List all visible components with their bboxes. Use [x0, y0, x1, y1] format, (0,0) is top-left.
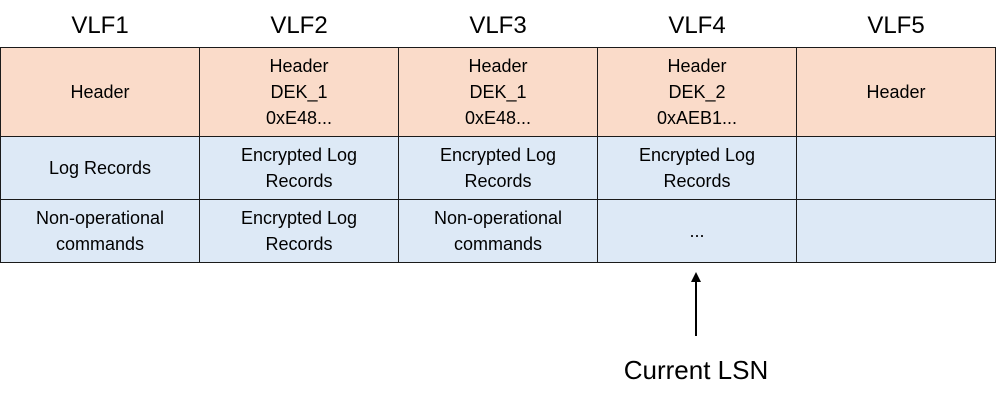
cell-text: Header	[667, 56, 727, 76]
log-cell-vlf4: Encrypted Log Records	[597, 136, 797, 200]
cell-text: ...	[689, 221, 705, 241]
header-cell-vlf4: Header DEK_2 0xAEB1...	[597, 47, 797, 137]
cell-text: Non-operational	[35, 208, 165, 228]
cell-text: Header	[866, 82, 926, 102]
nonop-row: Non-operational commands Encrypted Log R…	[0, 199, 996, 263]
up-arrow-icon	[691, 272, 701, 336]
cell-text: Encrypted Log	[240, 145, 358, 165]
current-lsn-arrow	[686, 272, 706, 336]
header-cell-vlf1: Header	[0, 47, 200, 137]
cell-text: Header	[468, 56, 528, 76]
cell-text: 0xE48...	[265, 108, 333, 128]
cell-text: commands	[453, 234, 543, 254]
cell-text: DEK_1	[270, 82, 328, 102]
cell-text: Header	[269, 56, 329, 76]
cell-text: Non-operational	[433, 208, 563, 228]
cell-text: Records	[464, 171, 532, 191]
nonop-cell-vlf5	[796, 199, 996, 263]
cell-text: Encrypted Log	[439, 145, 557, 165]
header-row: Header Header DEK_1 0xE48... Header DEK_…	[0, 47, 996, 137]
cell-text: 0xE48...	[464, 108, 532, 128]
log-cell-vlf5	[796, 136, 996, 200]
cell-text: 0xAEB1...	[656, 108, 738, 128]
cell-text: Header	[70, 82, 130, 102]
cell-text: Encrypted Log	[240, 208, 358, 228]
log-records-row: Log Records Encrypted Log Records Encryp…	[0, 136, 996, 200]
vlf-column-titles: VLF1 VLF2 VLF3 VLF4 VLF5	[0, 8, 998, 44]
cell-text: Records	[265, 171, 333, 191]
vlf-title-4: VLF4	[668, 12, 726, 39]
header-cell-vlf5: Header	[796, 47, 996, 137]
cell-text: commands	[55, 234, 145, 254]
vlf-title-3: VLF3	[469, 12, 527, 39]
log-cell-vlf2: Encrypted Log Records	[199, 136, 399, 200]
cell-text: DEK_1	[469, 82, 527, 102]
cell-text: Records	[663, 171, 731, 191]
cell-text: Records	[265, 234, 333, 254]
nonop-cell-vlf1: Non-operational commands	[0, 199, 200, 263]
vlf-title-1: VLF1	[71, 12, 129, 39]
cell-text: Log Records	[48, 158, 152, 178]
current-lsn-label: Current LSN	[623, 355, 769, 385]
nonop-cell-vlf3: Non-operational commands	[398, 199, 598, 263]
nonop-cell-vlf4: ...	[597, 199, 797, 263]
nonop-cell-vlf2: Encrypted Log Records	[199, 199, 399, 263]
cell-text: DEK_2	[668, 82, 726, 102]
log-cell-vlf1: Log Records	[0, 136, 200, 200]
cell-text: Encrypted Log	[638, 145, 756, 165]
vlf-table: Header Header DEK_1 0xE48... Header DEK_…	[0, 47, 996, 263]
header-cell-vlf2: Header DEK_1 0xE48...	[199, 47, 399, 137]
header-cell-vlf3: Header DEK_1 0xE48...	[398, 47, 598, 137]
log-cell-vlf3: Encrypted Log Records	[398, 136, 598, 200]
vlf-title-5: VLF5	[867, 12, 925, 39]
vlf-title-2: VLF2	[270, 12, 328, 39]
